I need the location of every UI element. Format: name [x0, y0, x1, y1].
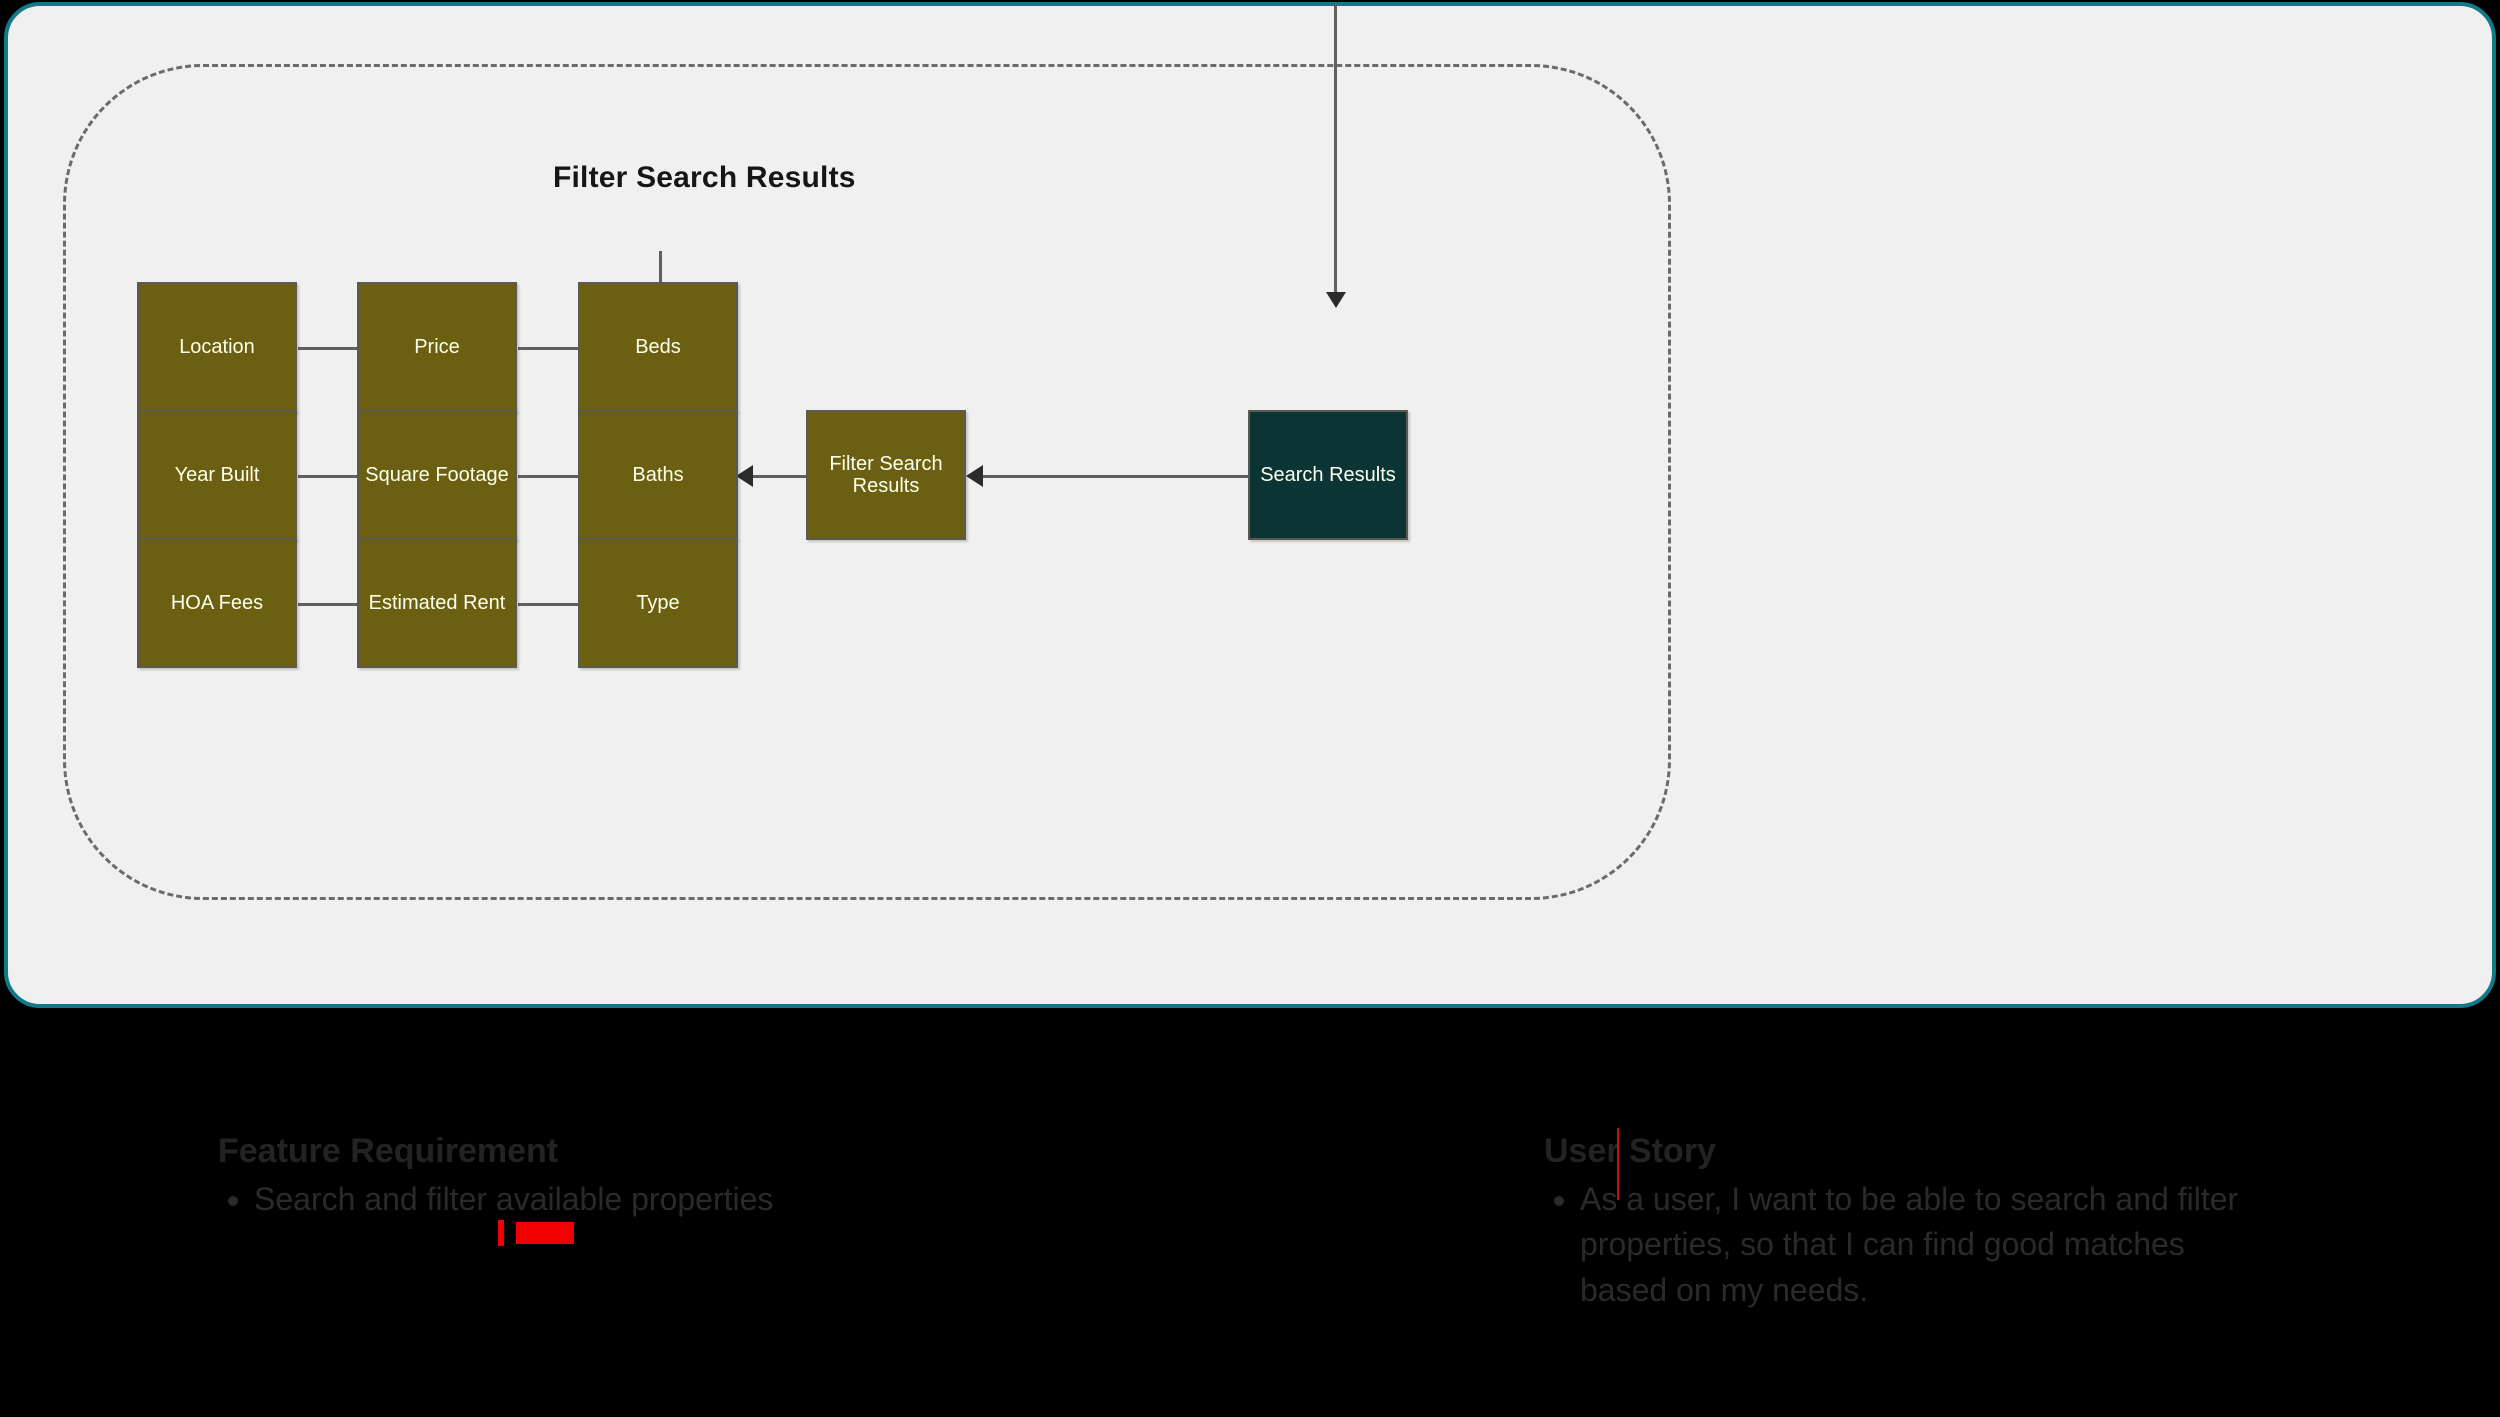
node-label: Baths [632, 464, 684, 486]
node-beds[interactable]: Beds [578, 282, 738, 412]
node-filter-search-results[interactable]: Filter Search Results [806, 410, 966, 540]
subgraph-cluster-filter-search-results [63, 64, 1671, 900]
render-artifact-marker [498, 1220, 504, 1246]
arrowhead-into-filter-search-results [966, 465, 983, 487]
user-story-list: As a user, I want to be able to search a… [1544, 1177, 2264, 1313]
edge-estimatedrent-type [518, 603, 584, 606]
render-artifact-block [516, 1222, 574, 1244]
node-label: Location [179, 336, 255, 358]
edge-filtersearchresults-baths [744, 475, 812, 478]
node-search-results[interactable]: Search Results [1248, 410, 1408, 540]
node-price[interactable]: Price [357, 282, 517, 412]
node-year-built[interactable]: Year Built [137, 410, 297, 540]
node-type[interactable]: Type [578, 538, 738, 668]
node-label: Search Results [1260, 464, 1396, 486]
node-label: Price [414, 336, 460, 358]
node-square-footage[interactable]: Square Footage [357, 410, 517, 540]
node-estimated-rent[interactable]: Estimated Rent [357, 538, 517, 668]
arrowhead-into-baths [736, 465, 753, 487]
render-artifact-line [1617, 1128, 1619, 1200]
feature-requirement-list: Search and filter available properties [218, 1177, 1118, 1222]
user-story-heading: User Story [1544, 1132, 1716, 1170]
cluster-title: Filter Search Results [553, 161, 856, 194]
node-label: Estimated Rent [368, 592, 506, 614]
edge-hoafees-estimatedrent [298, 603, 363, 606]
diagram-card: Filter Search Results Location Pric [4, 2, 2496, 1008]
node-label: Type [636, 592, 680, 614]
node-label: Square Footage [365, 464, 509, 486]
node-label: Year Built [174, 464, 260, 486]
edge-incoming-search-results [1334, 4, 1337, 294]
list-item: As a user, I want to be able to search a… [1580, 1177, 2264, 1313]
node-label: Filter Search Results [829, 453, 943, 497]
arrowhead-into-search-results [1326, 292, 1346, 308]
edge-yearbuilt-squarefootage [298, 475, 363, 478]
node-label: HOA Fees [170, 592, 264, 614]
node-baths[interactable]: Baths [578, 410, 738, 540]
node-label: Beds [635, 336, 681, 358]
list-item: Search and filter available properties [254, 1177, 1118, 1222]
edge-searchresults-filtersearchresults [974, 475, 1254, 478]
node-hoa-fees[interactable]: HOA Fees [137, 538, 297, 668]
feature-requirement-heading: Feature Requirement [218, 1132, 559, 1170]
user-story-panel: User Story As a user, I want to be able … [1544, 1132, 2264, 1313]
edge-squarefootage-baths [518, 475, 584, 478]
edge-location-price [298, 347, 363, 350]
edge-price-beds [518, 347, 584, 350]
feature-requirement-panel: Feature Requirement Search and filter av… [218, 1132, 1118, 1222]
node-location[interactable]: Location [137, 282, 297, 412]
